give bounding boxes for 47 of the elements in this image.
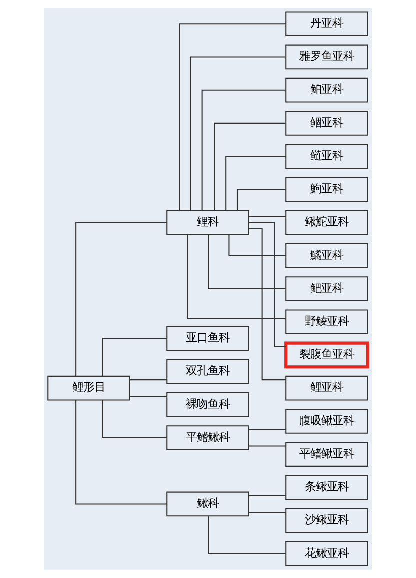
- node-box: 鲤科: [166, 210, 250, 236]
- node-box: 裸吻鱼科: [166, 392, 250, 418]
- node-box: 鮈亚科: [286, 177, 368, 202]
- connector: [76, 400, 167, 505]
- connector: [102, 400, 168, 439]
- node-box: 鳅科: [166, 492, 250, 517]
- node-box: 条鳅亚科: [286, 475, 368, 500]
- node-box: 平鳍鳅科: [166, 426, 250, 450]
- connector: [249, 222, 286, 348]
- node-box: 鲴亚科: [286, 111, 368, 136]
- connector: [208, 516, 286, 554]
- connector: [248, 512, 286, 514]
- connector: [130, 380, 167, 381]
- node-box: 双孔鱼科: [166, 359, 250, 384]
- node-box: 花鳅亚科: [286, 541, 368, 566]
- node-box: 腹吸鳅亚科: [286, 409, 368, 434]
- node-box: 野鲮亚科: [286, 310, 368, 335]
- node-box: 平鳍鳅亚科: [286, 442, 368, 467]
- node-box: 雅罗鱼亚科: [286, 44, 368, 70]
- node-box: 鲢亚科: [286, 144, 368, 169]
- node-box: 沙鳅亚科: [286, 508, 368, 534]
- connector: [76, 222, 167, 376]
- node-box: 鱊亚科: [286, 243, 368, 268]
- node-box: 鲤形目: [48, 376, 130, 401]
- connector: [214, 122, 286, 211]
- connector: [248, 495, 286, 496]
- connector: [187, 234, 286, 319]
- connector: [208, 234, 286, 290]
- connector: [248, 228, 286, 381]
- connector: [236, 189, 286, 211]
- connector: [228, 234, 286, 256]
- connector: [190, 56, 286, 211]
- node-box: 鲃亚科: [286, 276, 368, 302]
- connector: [202, 90, 286, 211]
- connector: [248, 429, 286, 430]
- connector: [102, 338, 168, 376]
- connector: [248, 216, 286, 218]
- connector: [248, 446, 286, 447]
- node-box: 丹亚科: [286, 12, 368, 37]
- node-box: 鲤亚科: [286, 376, 368, 401]
- connector: [179, 24, 286, 211]
- node-box: 鳅鮀亚科: [286, 210, 368, 236]
- node-box: 鲌亚科: [286, 78, 368, 103]
- node-box: 裂腹鱼亚科: [284, 342, 370, 369]
- node-box: 亚口鱼科: [166, 326, 250, 352]
- connector: [226, 156, 286, 211]
- connector: [130, 396, 167, 398]
